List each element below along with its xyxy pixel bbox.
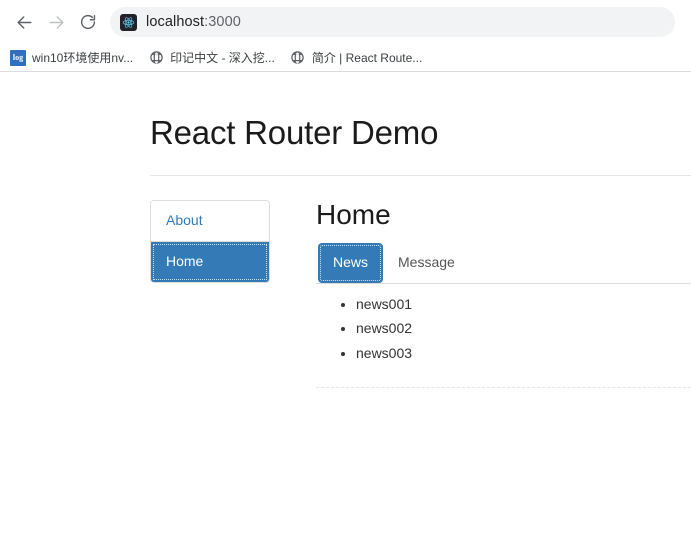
bookmark-item[interactable]: log win10环境使用nv...	[8, 47, 140, 69]
reload-button[interactable]	[72, 6, 104, 38]
address-bar[interactable]: localhost:3000	[110, 7, 675, 37]
page-container: React Router Demo About Home Home News M…	[0, 73, 691, 388]
back-arrow-icon	[15, 13, 34, 32]
tab-bar: News Message	[316, 243, 691, 284]
list-item: news002	[356, 316, 691, 340]
page-viewport: React Router Demo About Home Home News M…	[0, 73, 691, 539]
url-port: :3000	[204, 14, 241, 30]
tab-message[interactable]: Message	[398, 254, 455, 271]
bookmark-label: win10环境使用nv...	[32, 51, 134, 65]
reload-icon	[79, 13, 97, 31]
forward-arrow-icon	[47, 13, 66, 32]
bookmark-item[interactable]: 简介 | React Route...	[288, 47, 430, 69]
bookmark-label: 印记中文 - 深入挖...	[170, 51, 275, 65]
main-column: Home News Message news001 news002 news00…	[270, 199, 691, 388]
url-host: localhost	[146, 14, 205, 30]
bookmarks-bar: log win10环境使用nv... 印记中文 - 深入挖... 简介 | Re…	[0, 44, 691, 72]
tab-news[interactable]: News	[318, 243, 384, 283]
log-favicon: log	[10, 49, 26, 66]
sidebar-item-home[interactable]: Home	[151, 242, 269, 283]
list-item: news003	[356, 341, 691, 365]
section-title: Home	[316, 199, 391, 231]
url-text: localhost:3000	[146, 14, 241, 30]
page-title: React Router Demo	[150, 114, 439, 151]
back-button[interactable]	[8, 6, 40, 38]
header-divider	[150, 175, 691, 177]
forward-button[interactable]	[40, 6, 72, 38]
react-logo-icon	[120, 13, 137, 31]
globe-icon	[148, 50, 164, 66]
content-row: About Home Home News Message news001 new…	[150, 199, 691, 388]
list-item: news001	[356, 292, 691, 316]
browser-toolbar: localhost:3000	[0, 0, 691, 44]
bookmark-item[interactable]: 印记中文 - 深入挖...	[146, 47, 282, 69]
globe-icon	[290, 50, 306, 66]
news-list: news001 news002 news003	[316, 292, 691, 365]
sidebar-nav: About Home	[150, 200, 270, 284]
panel-spacer	[316, 365, 691, 387]
tab-panel: news001 news002 news003	[316, 292, 691, 388]
sidebar-column: About Home	[150, 200, 270, 388]
bookmark-label: 简介 | React Route...	[311, 51, 423, 65]
sidebar-item-about[interactable]: About	[151, 201, 269, 243]
